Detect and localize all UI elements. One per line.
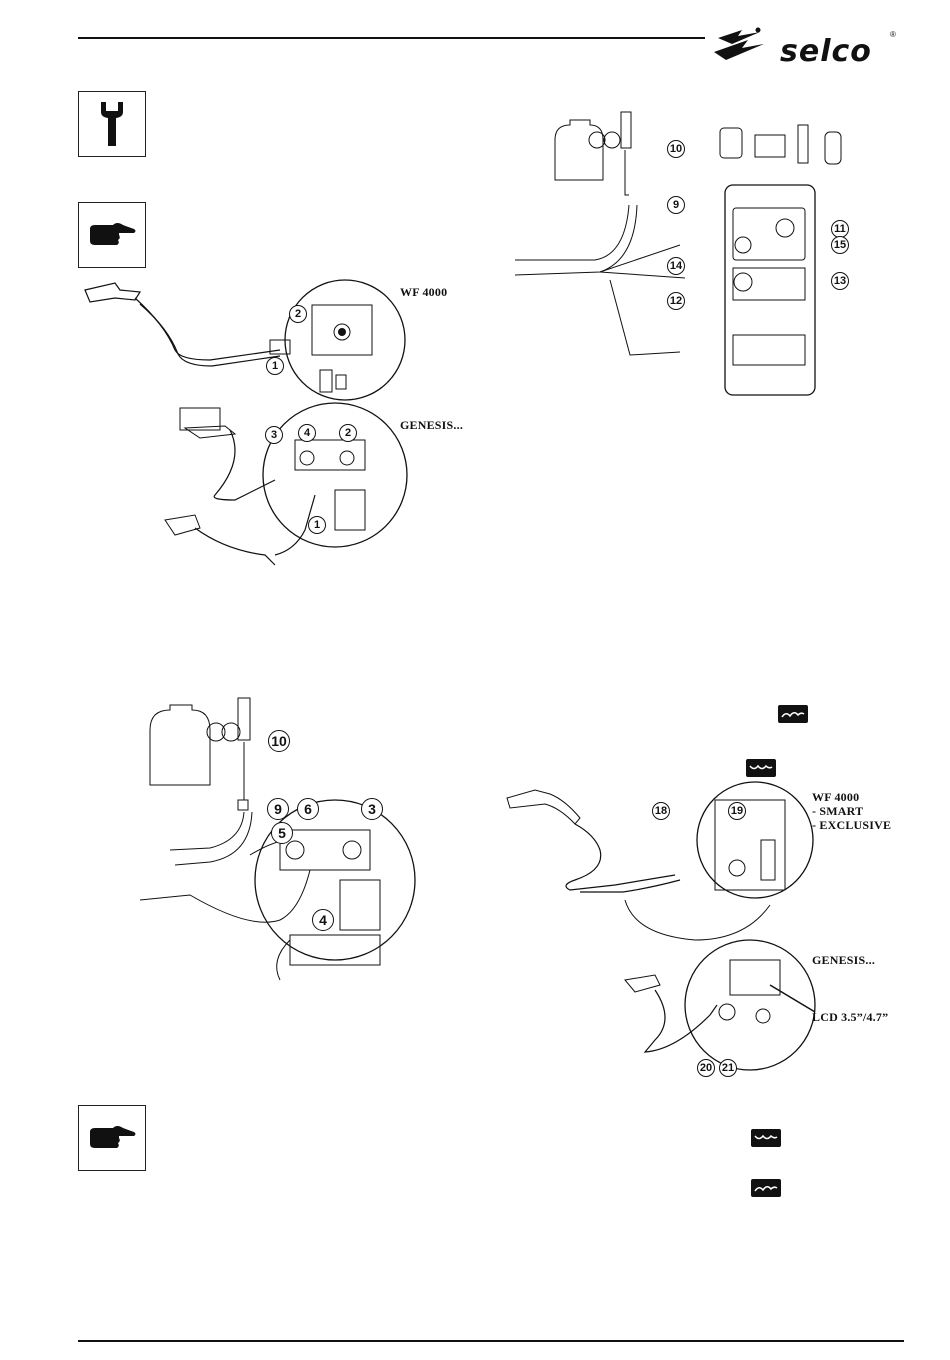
callout-20: 20 bbox=[697, 1059, 715, 1077]
figure-genesis-electrode bbox=[155, 400, 415, 580]
brand-registered: ® bbox=[890, 30, 896, 39]
callout-10-top: 10 bbox=[667, 140, 685, 158]
label-smart: - SMART bbox=[812, 804, 863, 819]
pointing-hand-icon bbox=[87, 221, 137, 249]
callout-3: 3 bbox=[265, 426, 283, 444]
pointing-hand-icon bbox=[87, 1124, 137, 1152]
callout-10-mid: 10 bbox=[268, 730, 290, 752]
callout-13: 13 bbox=[831, 272, 849, 290]
callout-4: 4 bbox=[298, 424, 316, 442]
figure-mig-torch bbox=[505, 780, 815, 1080]
note-box-2 bbox=[78, 1105, 146, 1171]
tool-box bbox=[78, 91, 146, 157]
label-genesis-right: GENESIS... bbox=[812, 953, 875, 968]
callout-1b: 1 bbox=[308, 516, 326, 534]
figure-wire-feeder-system bbox=[515, 110, 865, 400]
label-wf4000-right: WF 4000 bbox=[812, 790, 859, 805]
callout-6: 6 bbox=[297, 798, 319, 820]
callout-4-mid: 4 bbox=[312, 909, 334, 931]
callout-14: 14 bbox=[667, 257, 685, 275]
callout-19: 19 bbox=[728, 802, 746, 820]
callout-9-top: 9 bbox=[667, 196, 685, 214]
label-lcd: LCD 3.5”/4.7” bbox=[812, 1010, 888, 1025]
callout-5: 5 bbox=[271, 822, 293, 844]
wave-badge-1 bbox=[776, 703, 810, 725]
wrench-icon bbox=[94, 100, 130, 148]
callout-21: 21 bbox=[719, 1059, 737, 1077]
label-wf4000-top: WF 4000 bbox=[400, 285, 447, 300]
wave-badge-3 bbox=[749, 1127, 783, 1149]
figure-wf4000-electrode bbox=[80, 280, 400, 410]
callout-1: 1 bbox=[266, 357, 284, 375]
header-rule bbox=[78, 37, 705, 39]
callout-15: 15 bbox=[831, 236, 849, 254]
callout-9-mid: 9 bbox=[267, 798, 289, 820]
callout-12: 12 bbox=[667, 292, 685, 310]
callout-2b: 2 bbox=[339, 424, 357, 442]
note-box-1 bbox=[78, 202, 146, 268]
label-exclusive: - EXCLUSIVE bbox=[812, 818, 891, 833]
footer-rule bbox=[78, 1340, 904, 1342]
callout-18: 18 bbox=[652, 802, 670, 820]
callout-3-mid: 3 bbox=[361, 798, 383, 820]
callout-2: 2 bbox=[289, 305, 307, 323]
wave-badge-4 bbox=[749, 1177, 783, 1199]
selco-logo: selco ® bbox=[712, 22, 902, 72]
brand-name: selco bbox=[780, 34, 872, 69]
wave-badge-2 bbox=[744, 757, 778, 779]
